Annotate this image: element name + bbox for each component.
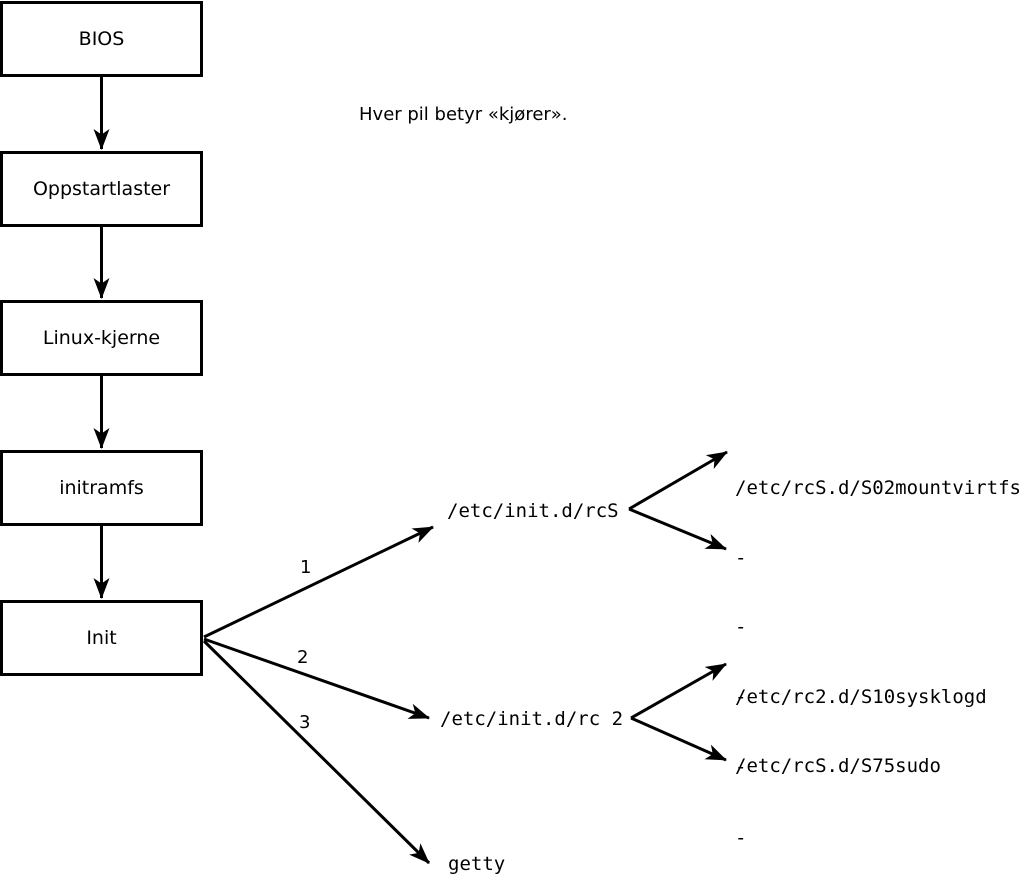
label-getty: getty (448, 853, 506, 875)
arrow-rcS-to-S75sudo (628, 507, 727, 551)
legend-note: Hver pil betyr «kjører». (359, 104, 568, 125)
arrow-rc2-to-S10sysklogd (630, 662, 727, 720)
box-init: Init (0, 600, 203, 676)
label-etc-init-d-rc2: /etc/init.d/rc 2 (440, 708, 624, 730)
rc2-script-item: - (735, 756, 747, 779)
arrow-init-to-getty (202, 639, 431, 865)
rcS-script-item: /etc/rcS.d/S75sudo (735, 755, 941, 777)
box-linux-kernel-label: Linux-kjerne (42, 327, 161, 349)
arrow-number-2: 2 (297, 647, 309, 668)
box-bootloader-label: Oppstartlaster (32, 178, 171, 200)
rc2-script-item: - (735, 826, 747, 849)
box-initramfs: initramfs (0, 450, 203, 526)
rcS-script-item: - (735, 546, 747, 569)
arrow-init-to-rc2 (203, 637, 430, 720)
arrow-rc2-to-S99gdm (630, 716, 727, 762)
rcS-script-list: /etc/rcS.d/S02mountvirtfs - - - /etc/rcS… (735, 432, 1021, 824)
arrow-init-to-rcS (203, 525, 434, 639)
box-bios-label: BIOS (78, 28, 125, 50)
rcS-script-item: - (735, 685, 747, 708)
rc2-script-item: /etc/rc2.d/S10sysklogd (735, 686, 987, 708)
box-bios: BIOS (0, 1, 203, 77)
box-bootloader: Oppstartlaster (0, 151, 203, 227)
box-linux-kernel: Linux-kjerne (0, 300, 203, 376)
rcS-script-item: - (735, 616, 747, 638)
label-etc-init-d-rcS: /etc/init.d/rcS (447, 500, 619, 522)
arrow-number-3: 3 (299, 712, 311, 733)
box-init-label: Init (86, 627, 117, 649)
box-initramfs-label: initramfs (59, 477, 144, 499)
rcS-script-item: /etc/rcS.d/S02mountvirtfs (735, 477, 1021, 499)
arrow-number-1: 1 (300, 557, 312, 578)
rc2-script-list: /etc/rc2.d/S10sysklogd - - - /etc/rc2.d/… (735, 640, 987, 875)
arrow-rcS-to-S02mountvirtfs (628, 450, 728, 511)
